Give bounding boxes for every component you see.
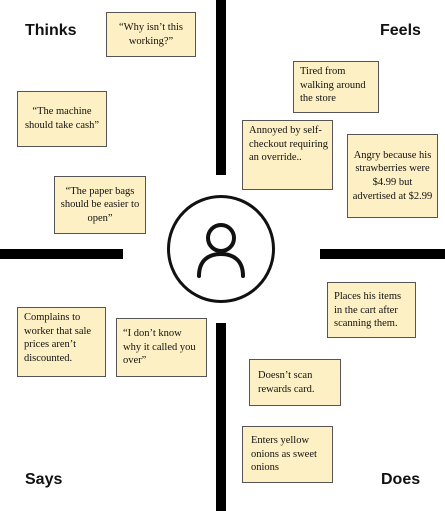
quadrant-label-says: Says	[25, 471, 63, 488]
divider-right	[320, 249, 445, 259]
sticky-note-feels-1: Tired from walking around the store	[293, 61, 379, 113]
sticky-note-does-3: Enters yellow onions as sweet onions	[242, 426, 333, 483]
quadrant-label-feels: Feels	[380, 22, 421, 39]
sticky-note-thinks-3: “The paper bags should be easier to open…	[54, 176, 146, 234]
person-icon	[197, 223, 245, 278]
sticky-note-feels-3: Angry because his strawberries were $4.9…	[347, 134, 438, 218]
quadrant-label-thinks: Thinks	[25, 22, 77, 39]
sticky-note-feels-2: Annoyed by self-checkout requiring an ov…	[242, 120, 333, 190]
sticky-note-does-1: Places his items in the cart after scann…	[327, 282, 416, 338]
avatar	[167, 195, 275, 303]
divider-bottom	[216, 323, 226, 511]
divider-top	[216, 0, 226, 175]
sticky-note-thinks-2: “The machine should take cash”	[17, 91, 107, 147]
divider-left	[0, 249, 123, 259]
sticky-note-thinks-1: “Why isn’t this working?”	[106, 12, 196, 57]
sticky-note-does-2: Doesn’t scan rewards card.	[249, 359, 341, 406]
quadrant-label-does: Does	[381, 471, 421, 488]
sticky-note-says-2: “I don’t know why it called you over”	[116, 318, 207, 377]
sticky-note-says-1: Complains to worker that sale prices are…	[17, 307, 106, 377]
